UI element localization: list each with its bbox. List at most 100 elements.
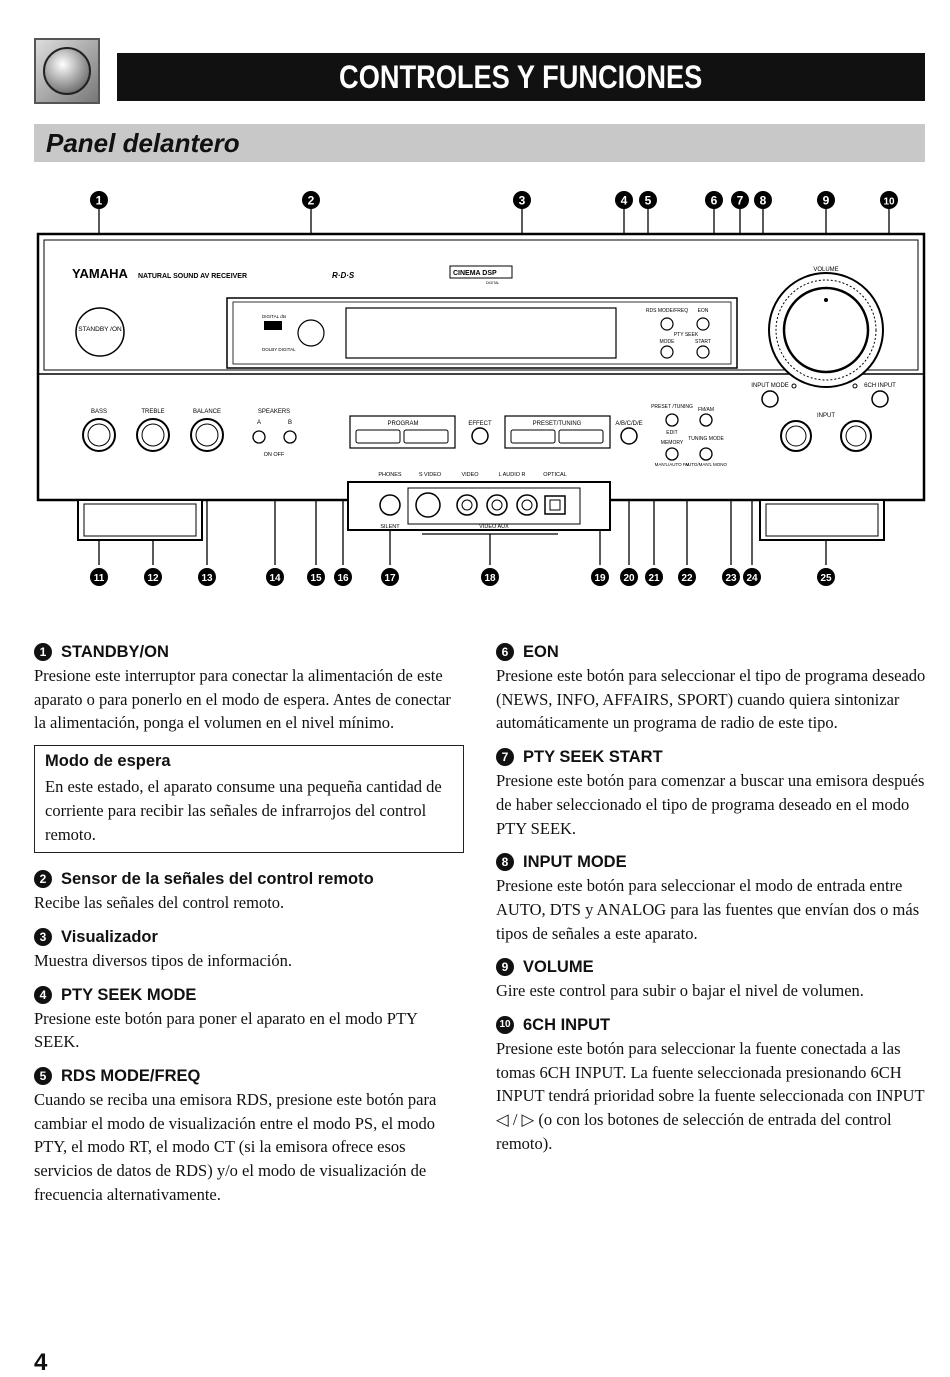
svg-text:TREBLE: TREBLE <box>141 409 164 415</box>
svg-text:INPUT MODE: INPUT MODE <box>751 383 789 389</box>
cinema-dsp-sub: DIGITAL <box>486 281 499 285</box>
callout-3: 3 <box>519 194 526 208</box>
svg-text:PRESET/TUNING: PRESET/TUNING <box>533 421 582 427</box>
svg-text:VIDEO AUX: VIDEO AUX <box>479 524 509 530</box>
svg-text:MODE: MODE <box>660 339 676 345</box>
brand-logo: YAMAHA <box>72 266 128 281</box>
svg-text:OPTICAL: OPTICAL <box>543 472 567 478</box>
left-column: 1 STANDBY/ON Presione este interruptor pa… <box>34 640 464 1217</box>
svg-text:11: 11 <box>94 573 105 584</box>
standby-button <box>75 307 125 357</box>
svg-text:19: 19 <box>594 573 606 584</box>
svg-text:L AUDIO R: L AUDIO R <box>499 472 526 478</box>
svg-text:25: 25 <box>820 573 832 584</box>
6ch-input-button <box>871 390 889 408</box>
speakers-b-button <box>283 430 297 444</box>
s-video-jack <box>415 492 441 518</box>
svg-text:ON OFF: ON OFF <box>264 452 285 458</box>
dolby-logo: DOLBY DIGITAL <box>262 347 296 352</box>
svg-text:TUNING MODE: TUNING MODE <box>688 436 724 442</box>
svg-text:FM/AM: FM/AM <box>698 407 714 413</box>
page-number: 4 <box>34 1349 48 1376</box>
svg-text:MAN'L/AUTO FM: MAN'L/AUTO FM <box>655 462 690 467</box>
effect-button <box>471 427 489 445</box>
bottom-callouts: 11 12 13 14 15 16 17 18 19 20 21 22 23 2… <box>90 568 835 586</box>
note-title: Modo de espera <box>45 752 171 771</box>
callout-5: 5 <box>645 194 652 208</box>
cinema-dsp-logo: CINEMA DSP <box>453 270 497 277</box>
svg-text:22: 22 <box>681 573 693 584</box>
callout-2: 2 <box>308 194 315 208</box>
pty-mode-button <box>660 345 674 359</box>
svg-text:MEMORY: MEMORY <box>661 440 684 446</box>
item-title: STANDBY/ON <box>61 643 169 661</box>
svg-text:S VIDEO: S VIDEO <box>419 472 442 478</box>
svg-text:PHONES: PHONES <box>378 472 402 478</box>
display-panel <box>345 307 617 359</box>
callout-8: 8 <box>760 194 767 208</box>
callout-4: 4 <box>621 194 628 208</box>
abcde-button <box>620 427 638 445</box>
svg-text:21: 21 <box>648 573 660 584</box>
section-icon <box>34 38 100 104</box>
front-panel-diagram: 1 2 3 4 5 6 7 8 9 10 YAMAHA NATURAL SOUN… <box>36 191 926 586</box>
svg-text:EFFECT: EFFECT <box>468 421 492 427</box>
svg-text:20: 20 <box>623 573 635 584</box>
item-text: Presione este interruptor para conectar … <box>34 666 451 733</box>
dts-logo: DIGITAL dts <box>262 314 287 319</box>
svg-text:17: 17 <box>384 573 396 584</box>
phones-jack <box>379 494 401 516</box>
svg-text:13: 13 <box>201 573 213 584</box>
svg-text:12: 12 <box>147 573 159 584</box>
callout-6: 6 <box>711 194 718 208</box>
svg-text:EON: EON <box>698 308 709 314</box>
svg-text:PROGRAM: PROGRAM <box>387 421 418 427</box>
pty-start-button <box>696 345 710 359</box>
program-right-button <box>403 429 449 444</box>
svg-text:A/B/C/D/E: A/B/C/D/E <box>615 421 642 427</box>
svg-text:PTY SEEK: PTY SEEK <box>674 332 699 338</box>
callout-1: 1 <box>96 194 103 208</box>
svg-text:SILENT: SILENT <box>380 524 400 530</box>
eon-button <box>696 317 710 331</box>
rds-mode-button <box>660 317 674 331</box>
section-title: Panel delantero <box>46 128 240 158</box>
svg-text:24: 24 <box>746 573 758 584</box>
model-label: NATURAL SOUND AV RECEIVER <box>138 273 247 280</box>
section-title-bar: Panel delantero <box>34 124 925 162</box>
callout-9: 9 <box>823 194 830 208</box>
svg-text:A: A <box>257 420 261 426</box>
remote-sensor <box>297 319 325 347</box>
svg-text:START: START <box>695 339 711 345</box>
item-number: 1 <box>34 643 52 661</box>
svg-text:RDS MODE/FREQ: RDS MODE/FREQ <box>646 308 688 314</box>
svg-text:PRESET /TUNING: PRESET /TUNING <box>651 404 693 410</box>
svg-text:AUTO/MAN'L MONO: AUTO/MAN'L MONO <box>685 462 728 467</box>
speakers-a-button <box>252 430 266 444</box>
item-standby: 1 STANDBY/ON Presione este interruptor pa… <box>34 640 464 735</box>
svg-text:18: 18 <box>484 573 496 584</box>
svg-text:BASS: BASS <box>91 409 107 415</box>
program-left-button <box>355 429 401 444</box>
svg-text:23: 23 <box>725 573 737 584</box>
svg-text:15: 15 <box>310 573 322 584</box>
svg-text:SPEAKERS: SPEAKERS <box>258 409 290 415</box>
page-title: CONTROLES Y FUNCIONES <box>117 53 925 101</box>
callout-10: 10 <box>883 197 895 208</box>
svg-text:EDIT: EDIT <box>666 430 677 436</box>
note-text: En este estado, el aparato consume una p… <box>45 777 442 844</box>
svg-text:6CH INPUT: 6CH INPUT <box>864 383 896 389</box>
rds-logo: R·D·S <box>332 271 355 280</box>
svg-text:INPUT: INPUT <box>817 413 835 419</box>
svg-text:B: B <box>288 420 292 426</box>
